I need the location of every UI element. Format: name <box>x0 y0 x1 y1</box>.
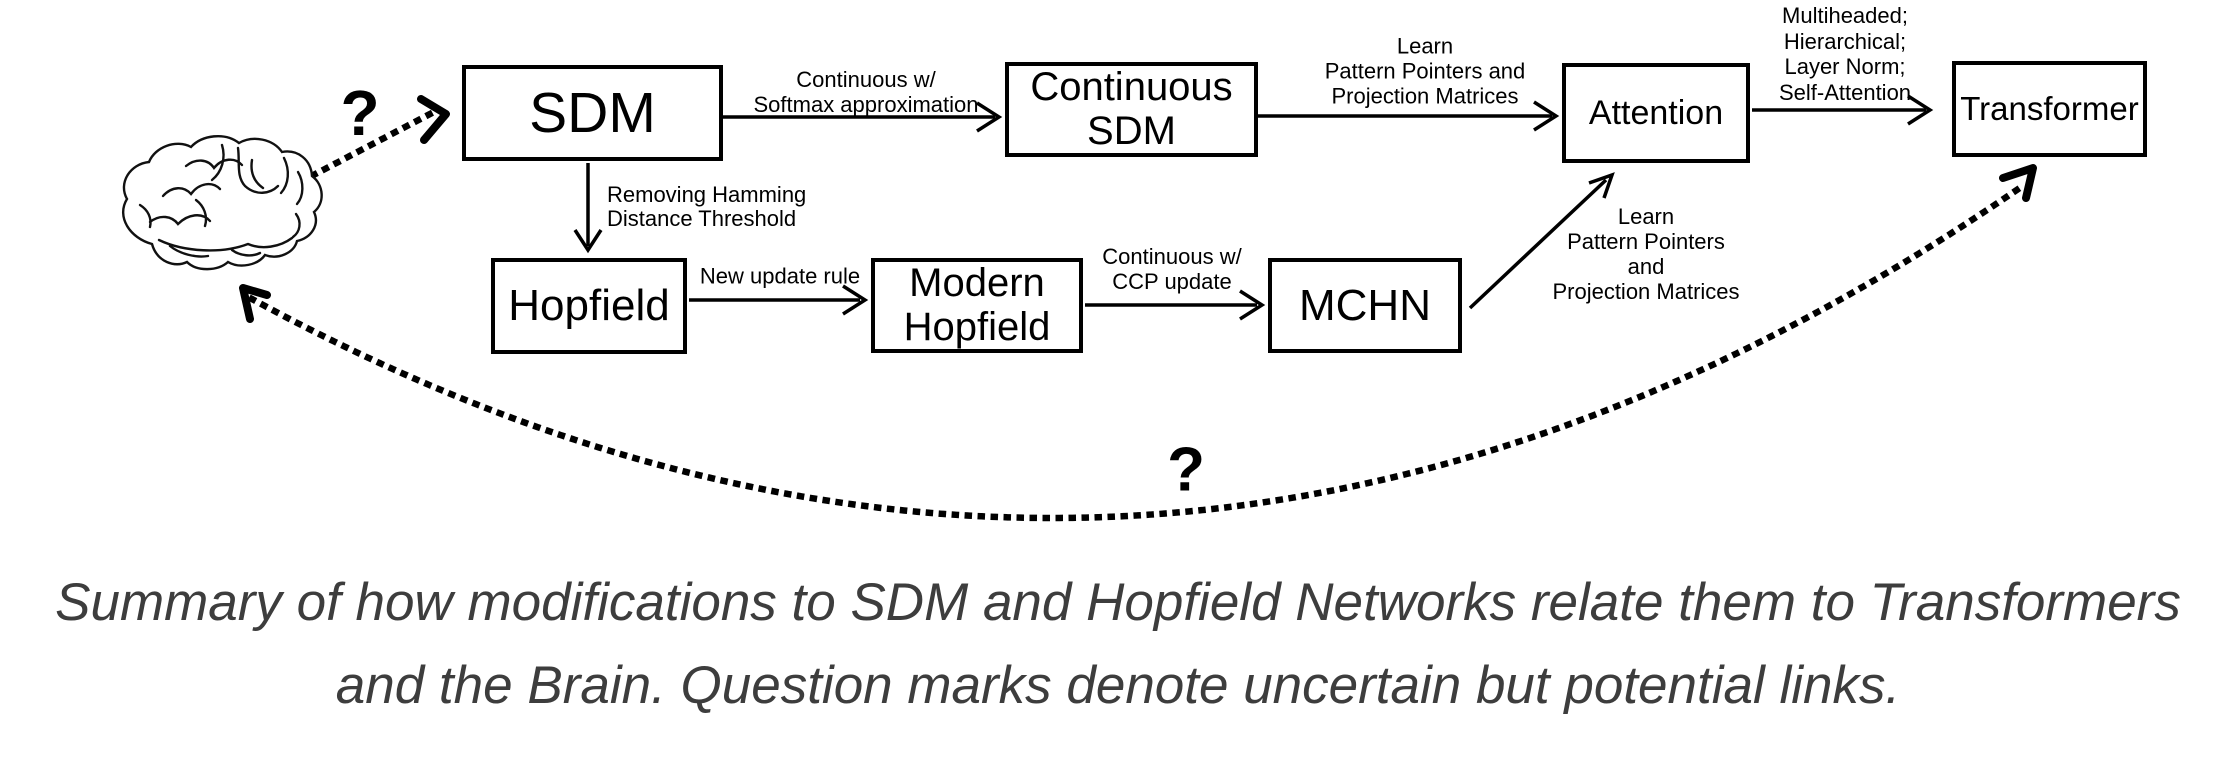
question-mark-brain-sdm: ? <box>340 77 380 149</box>
edge-label-attention-to-transformer: Multiheaded; Hierarchical; Layer Norm; S… <box>1778 3 1912 105</box>
dotted-curve-transformer-to-brain <box>239 164 2037 522</box>
node-label: SDM <box>529 81 656 145</box>
edge-label-mchn-to-attention: Learn Pattern Pointers and Projection Ma… <box>1552 204 1740 304</box>
edge-label-sdm-to-continuous-sdm: Continuous w/ Softmax approximation <box>753 67 979 117</box>
node-sdm: SDM <box>462 65 723 161</box>
edge-label-continuous-sdm-to-attention: Learn Pattern Pointers and Projection Ma… <box>1324 33 1526 109</box>
node-label: Continuous SDM <box>1030 64 1233 153</box>
node-modern-hopfield: Modern Hopfield <box>871 258 1083 353</box>
arrow-hopfield-to-modern-hopfield <box>689 284 869 316</box>
edge-label-modern-hopfield-to-mchn: Continuous w/ CCP update <box>1102 244 1242 294</box>
node-attention: Attention <box>1562 63 1750 163</box>
arrow-continuous-sdm-to-attention <box>1258 100 1560 132</box>
node-continuous-sdm: Continuous SDM <box>1005 62 1258 157</box>
arrow-sdm-to-continuous-sdm <box>723 101 1003 133</box>
arrow-attention-to-transformer <box>1752 94 1934 126</box>
figure-caption: Summary of how modifications to SDM and … <box>0 576 2236 712</box>
node-label: Hopfield <box>508 281 670 330</box>
edge-label-hopfield-to-modern-hopfield: New update rule <box>699 263 861 289</box>
dotted-arrow-brain-to-sdm <box>297 95 450 186</box>
question-mark-transformer-brain: ? <box>1167 435 1205 505</box>
node-label: MCHN <box>1299 280 1431 330</box>
edge-label-sdm-to-hopfield: Removing Hamming Distance Threshold <box>607 182 807 231</box>
caption-line-2: and the Brain. Question marks denote unc… <box>335 656 1901 715</box>
arrow-modern-hopfield-to-mchn <box>1085 289 1266 321</box>
node-label: Modern Hopfield <box>903 260 1051 349</box>
node-label: Transformer <box>1960 90 2139 127</box>
arrow-sdm-to-hopfield <box>573 163 603 254</box>
node-label: Attention <box>1588 93 1724 132</box>
node-hopfield: Hopfield <box>491 258 687 354</box>
caption-line-1: Summary of how modifications to SDM and … <box>55 573 2181 632</box>
brain-icon <box>121 135 323 271</box>
node-transformer: Transformer <box>1952 61 2147 157</box>
node-mchn: MCHN <box>1268 258 1462 353</box>
arrow-mchn-to-attention <box>1468 172 1615 310</box>
